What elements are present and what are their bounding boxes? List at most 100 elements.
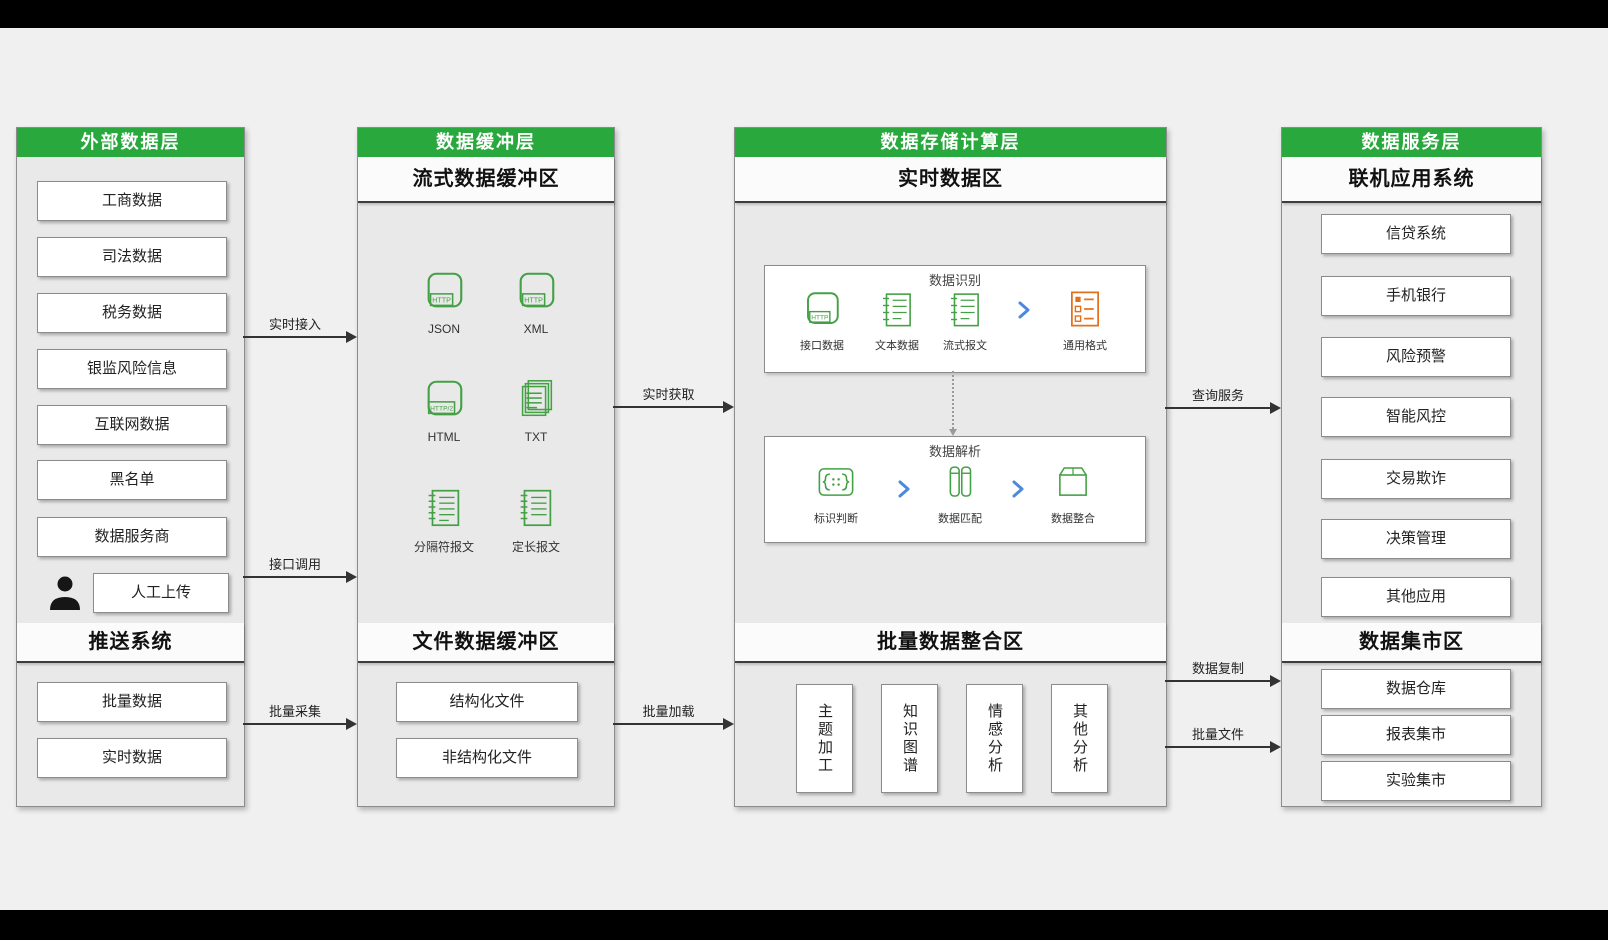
vbox-label: 其他分析 xyxy=(1071,702,1088,775)
vbox-knowledge-graph: 知识图谱 xyxy=(881,684,938,793)
node-data-warehouse: 数据仓库 xyxy=(1321,669,1511,709)
notebook-icon xyxy=(951,293,979,327)
icon-cell-xml: HTTP XML xyxy=(491,268,581,336)
arrow-line xyxy=(243,336,347,338)
mini-label-data-integration: 数据整合 xyxy=(1051,513,1095,525)
chevron-right-icon xyxy=(1017,300,1031,325)
columns-icon xyxy=(949,466,972,497)
vbox-topic-processing: 主题加工 xyxy=(796,684,853,793)
chevron-right-icon xyxy=(1011,479,1025,504)
box-title-data-recognition: 数据识别 xyxy=(928,273,981,288)
box-data-recognition: 数据识别 HTTP 接口数据 xyxy=(764,265,1146,373)
icon-cell-delimiter-message: 分隔符报文 xyxy=(399,484,489,555)
section-title-realtime-zone: 实时数据区 xyxy=(735,157,1166,203)
node-data-service-provider: 数据服务商 xyxy=(37,517,227,557)
arrow-label-batch-files: 批量文件 xyxy=(1191,727,1244,742)
diagram-canvas: 外部数据层 工商数据 司法数据 税务数据 银监风险信息 互联网数据 黑名单 数据… xyxy=(0,28,1608,910)
node-tax-data: 税务数据 xyxy=(37,293,227,333)
svg-text:HTTP: HTTP xyxy=(432,297,451,305)
http-file-icon: HTTP xyxy=(807,292,839,324)
mini-label-identifier-judgement: 标识判断 xyxy=(814,513,858,525)
mini-label-interface-data: 接口数据 xyxy=(800,340,844,352)
checklist-icon xyxy=(1071,291,1099,327)
box-data-parsing: 数据解析 标识判断 xyxy=(764,436,1146,543)
vbox-label: 情感分析 xyxy=(986,702,1003,775)
arrow-label-interface-call: 接口调用 xyxy=(268,557,321,572)
arrow-line xyxy=(243,576,347,578)
http2-file-icon: HTTP/2 xyxy=(427,380,463,416)
node-report-mart: 报表集市 xyxy=(1321,715,1511,755)
doc-stack-icon xyxy=(521,380,553,417)
icon-label-json: JSON xyxy=(427,322,460,336)
panel-header-service: 数据服务层 xyxy=(1282,128,1541,157)
section-title-file-buffer: 文件数据缓冲区 xyxy=(358,623,614,663)
panel-header-storage: 数据存储计算层 xyxy=(735,128,1166,157)
node-credit-system: 信贷系统 xyxy=(1321,214,1511,254)
mini-label-generic-format: 通用格式 xyxy=(1063,340,1107,352)
section-title-data-mart-zone: 数据集市区 xyxy=(1282,623,1541,663)
svg-text:HTTP/2: HTTP/2 xyxy=(430,406,453,413)
node-structured-files: 结构化文件 xyxy=(396,682,578,722)
panel-header-external: 外部数据层 xyxy=(17,128,244,157)
node-unstructured-files: 非结构化文件 xyxy=(396,738,578,778)
braces-card-icon xyxy=(818,468,854,496)
box-carton-icon xyxy=(1059,467,1087,496)
panel-external-data-layer: 外部数据层 工商数据 司法数据 税务数据 银监风险信息 互联网数据 黑名单 数据… xyxy=(16,127,245,807)
arrow-label-realtime-access: 实时接入 xyxy=(268,317,321,332)
vbox-label: 知识图谱 xyxy=(901,702,918,775)
node-realtime-data: 实时数据 xyxy=(37,738,227,778)
icon-cell-html: HTTP/2 HTML xyxy=(399,376,489,444)
mini-cell-generic-format: 通用格式 xyxy=(1050,288,1120,353)
icon-label-delimiter-message: 分隔符报文 xyxy=(413,540,474,554)
box-title-data-parsing: 数据解析 xyxy=(928,444,981,459)
mini-label-data-matching: 数据匹配 xyxy=(938,513,982,525)
section-title-batch-integration-zone: 批量数据整合区 xyxy=(735,623,1166,663)
icon-label-html: HTML xyxy=(427,430,461,444)
notebook-icon xyxy=(520,489,552,527)
http-file-icon: HTTP xyxy=(427,272,463,308)
top-black-bar xyxy=(0,0,1608,28)
node-other-applications: 其他应用 xyxy=(1321,577,1511,617)
dotted-down-arrow xyxy=(949,371,957,436)
icon-label-xml: XML xyxy=(523,322,549,336)
mini-cell-stream-message: 流式报文 xyxy=(930,288,1000,353)
panel-data-buffer-layer: 数据缓冲层 流式数据缓冲区 HTTP JSON HTTP XML xyxy=(357,127,615,807)
vbox-sentiment-analysis: 情感分析 xyxy=(966,684,1023,793)
arrow-line xyxy=(1165,746,1271,748)
arrow-label-query-service: 查询服务 xyxy=(1191,388,1244,403)
http-file-icon: HTTP xyxy=(519,272,555,308)
node-batch-data: 批量数据 xyxy=(37,682,227,722)
icon-label-txt: TXT xyxy=(524,430,548,444)
section-title-stream-buffer: 流式数据缓冲区 xyxy=(358,157,614,203)
vbox-other-analysis: 其他分析 xyxy=(1051,684,1108,793)
arrow-label-batch-load: 批量加载 xyxy=(642,704,695,719)
arrow-line xyxy=(1165,680,1271,682)
arrow-line xyxy=(1165,407,1271,409)
vbox-label: 主题加工 xyxy=(816,702,833,775)
mini-cell-data-integration: 数据整合 xyxy=(1038,461,1108,526)
node-decision-management: 决策管理 xyxy=(1321,519,1511,559)
icon-cell-json: HTTP JSON xyxy=(399,268,489,336)
mini-cell-data-matching: 数据匹配 xyxy=(925,461,995,526)
panel-data-service-layer: 数据服务层 联机应用系统 信贷系统 手机银行 风险预警 智能风控 交易欺诈 决策… xyxy=(1281,127,1542,807)
node-internet-data: 互联网数据 xyxy=(37,405,227,445)
bottom-black-bar xyxy=(0,910,1608,940)
arrow-line xyxy=(243,723,347,725)
arrow-label-batch-collection: 批量采集 xyxy=(268,704,321,719)
node-banking-risk-info: 银监风险信息 xyxy=(37,349,227,389)
node-transaction-fraud: 交易欺诈 xyxy=(1321,459,1511,499)
icon-label-fixed-length-message: 定长报文 xyxy=(511,540,560,554)
svg-text:HTTP: HTTP xyxy=(811,315,829,322)
icon-cell-txt: TXT xyxy=(491,376,581,444)
node-mobile-banking: 手机银行 xyxy=(1321,276,1511,316)
section-title-push-system: 推送系统 xyxy=(17,623,244,663)
arrow-line xyxy=(613,406,724,408)
node-judicial-data: 司法数据 xyxy=(37,237,227,277)
person-icon xyxy=(47,574,83,617)
node-smart-risk-control: 智能风控 xyxy=(1321,397,1511,437)
chevron-right-icon xyxy=(897,479,911,504)
icon-cell-fixed-length-message: 定长报文 xyxy=(491,484,581,555)
notebook-icon xyxy=(883,293,911,327)
section-title-online-application-system: 联机应用系统 xyxy=(1282,157,1541,203)
node-experiment-mart: 实验集市 xyxy=(1321,761,1511,801)
